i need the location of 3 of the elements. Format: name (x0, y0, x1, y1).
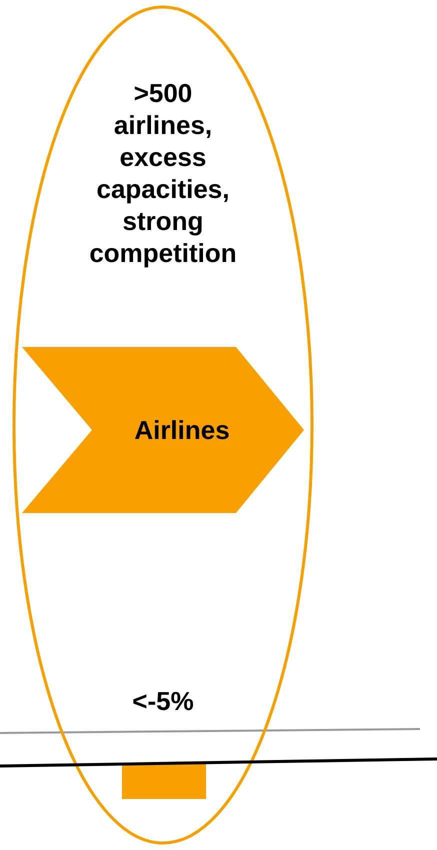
chevron-label: Airlines (133, 414, 231, 446)
description-text: >500 airlines, excess capacities, strong competition (88, 77, 238, 269)
percentage-label: <-5% (131, 685, 195, 717)
